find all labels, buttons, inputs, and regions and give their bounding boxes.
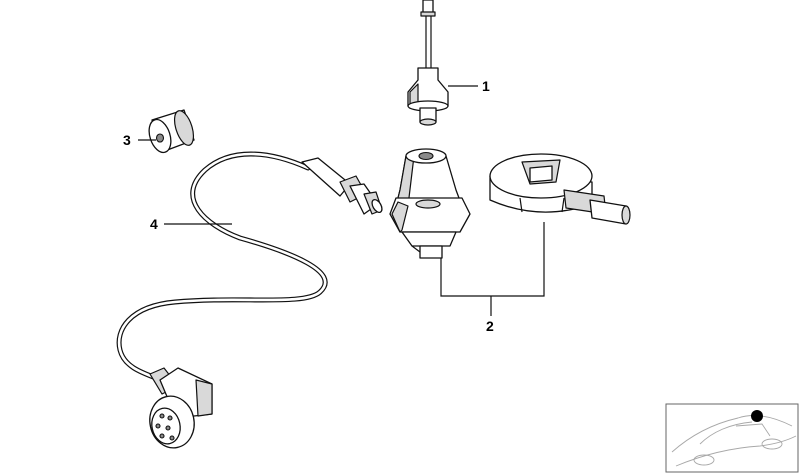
part-1-antenna-rod[interactable] [407,0,449,126]
callout-4: 4 [150,216,158,232]
part-3-grommet[interactable] [145,108,197,155]
part-2-antenna-base[interactable] [389,148,471,259]
callout-2: 2 [486,318,494,334]
callout-1: 1 [482,78,490,94]
location-marker-icon [751,410,763,422]
part-4-antenna-cable[interactable] [116,151,384,452]
callout-3: 3 [123,132,131,148]
vehicle-locator-thumbnail [665,403,799,473]
car-outline-icon [671,415,797,467]
leader-bracket-2 [440,222,545,297]
part-2-mounting-key[interactable] [489,153,631,225]
